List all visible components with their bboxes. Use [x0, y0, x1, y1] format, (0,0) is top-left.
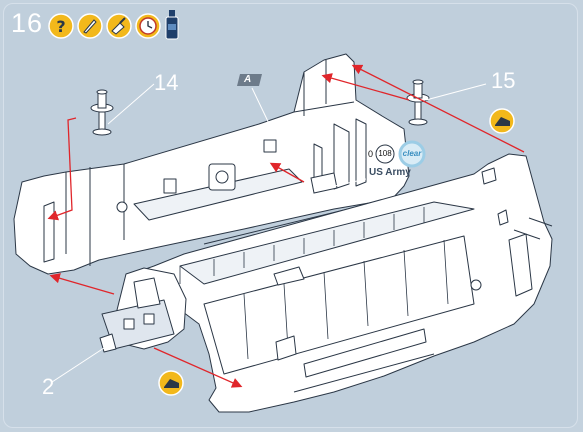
- label-a: A: [244, 74, 252, 85]
- glue-icon: [158, 370, 184, 396]
- paint-type: clear: [402, 149, 422, 158]
- step-number: 16: [11, 8, 44, 38]
- callout-part-15: 15: [491, 68, 516, 93]
- paint-number: 108: [378, 149, 392, 158]
- glue-bottle-icon: [165, 10, 179, 40]
- part-14: [90, 89, 114, 136]
- fuselage-half-right: [125, 153, 553, 413]
- part-15: [406, 79, 430, 126]
- glue-icon: [489, 108, 515, 134]
- clear-window-part: [310, 172, 338, 194]
- paint-name: US Army: [369, 167, 411, 178]
- sanding-icon: [106, 13, 132, 39]
- cockpit-section: [99, 267, 187, 353]
- assembly-arrows: [47, 64, 525, 388]
- help-icon: ?: [48, 13, 74, 39]
- diagram-frame: 16 ?: [3, 3, 578, 428]
- callout-part-14: 14: [154, 70, 179, 95]
- paint-prefix: 0: [368, 149, 374, 159]
- knife-icon: [77, 13, 103, 39]
- leader-lines: [51, 83, 487, 383]
- clock-icon: [135, 13, 161, 39]
- svg-text:?: ?: [56, 17, 65, 36]
- fuselage-half-left: [13, 53, 410, 275]
- callout-part-2: 2: [42, 374, 55, 399]
